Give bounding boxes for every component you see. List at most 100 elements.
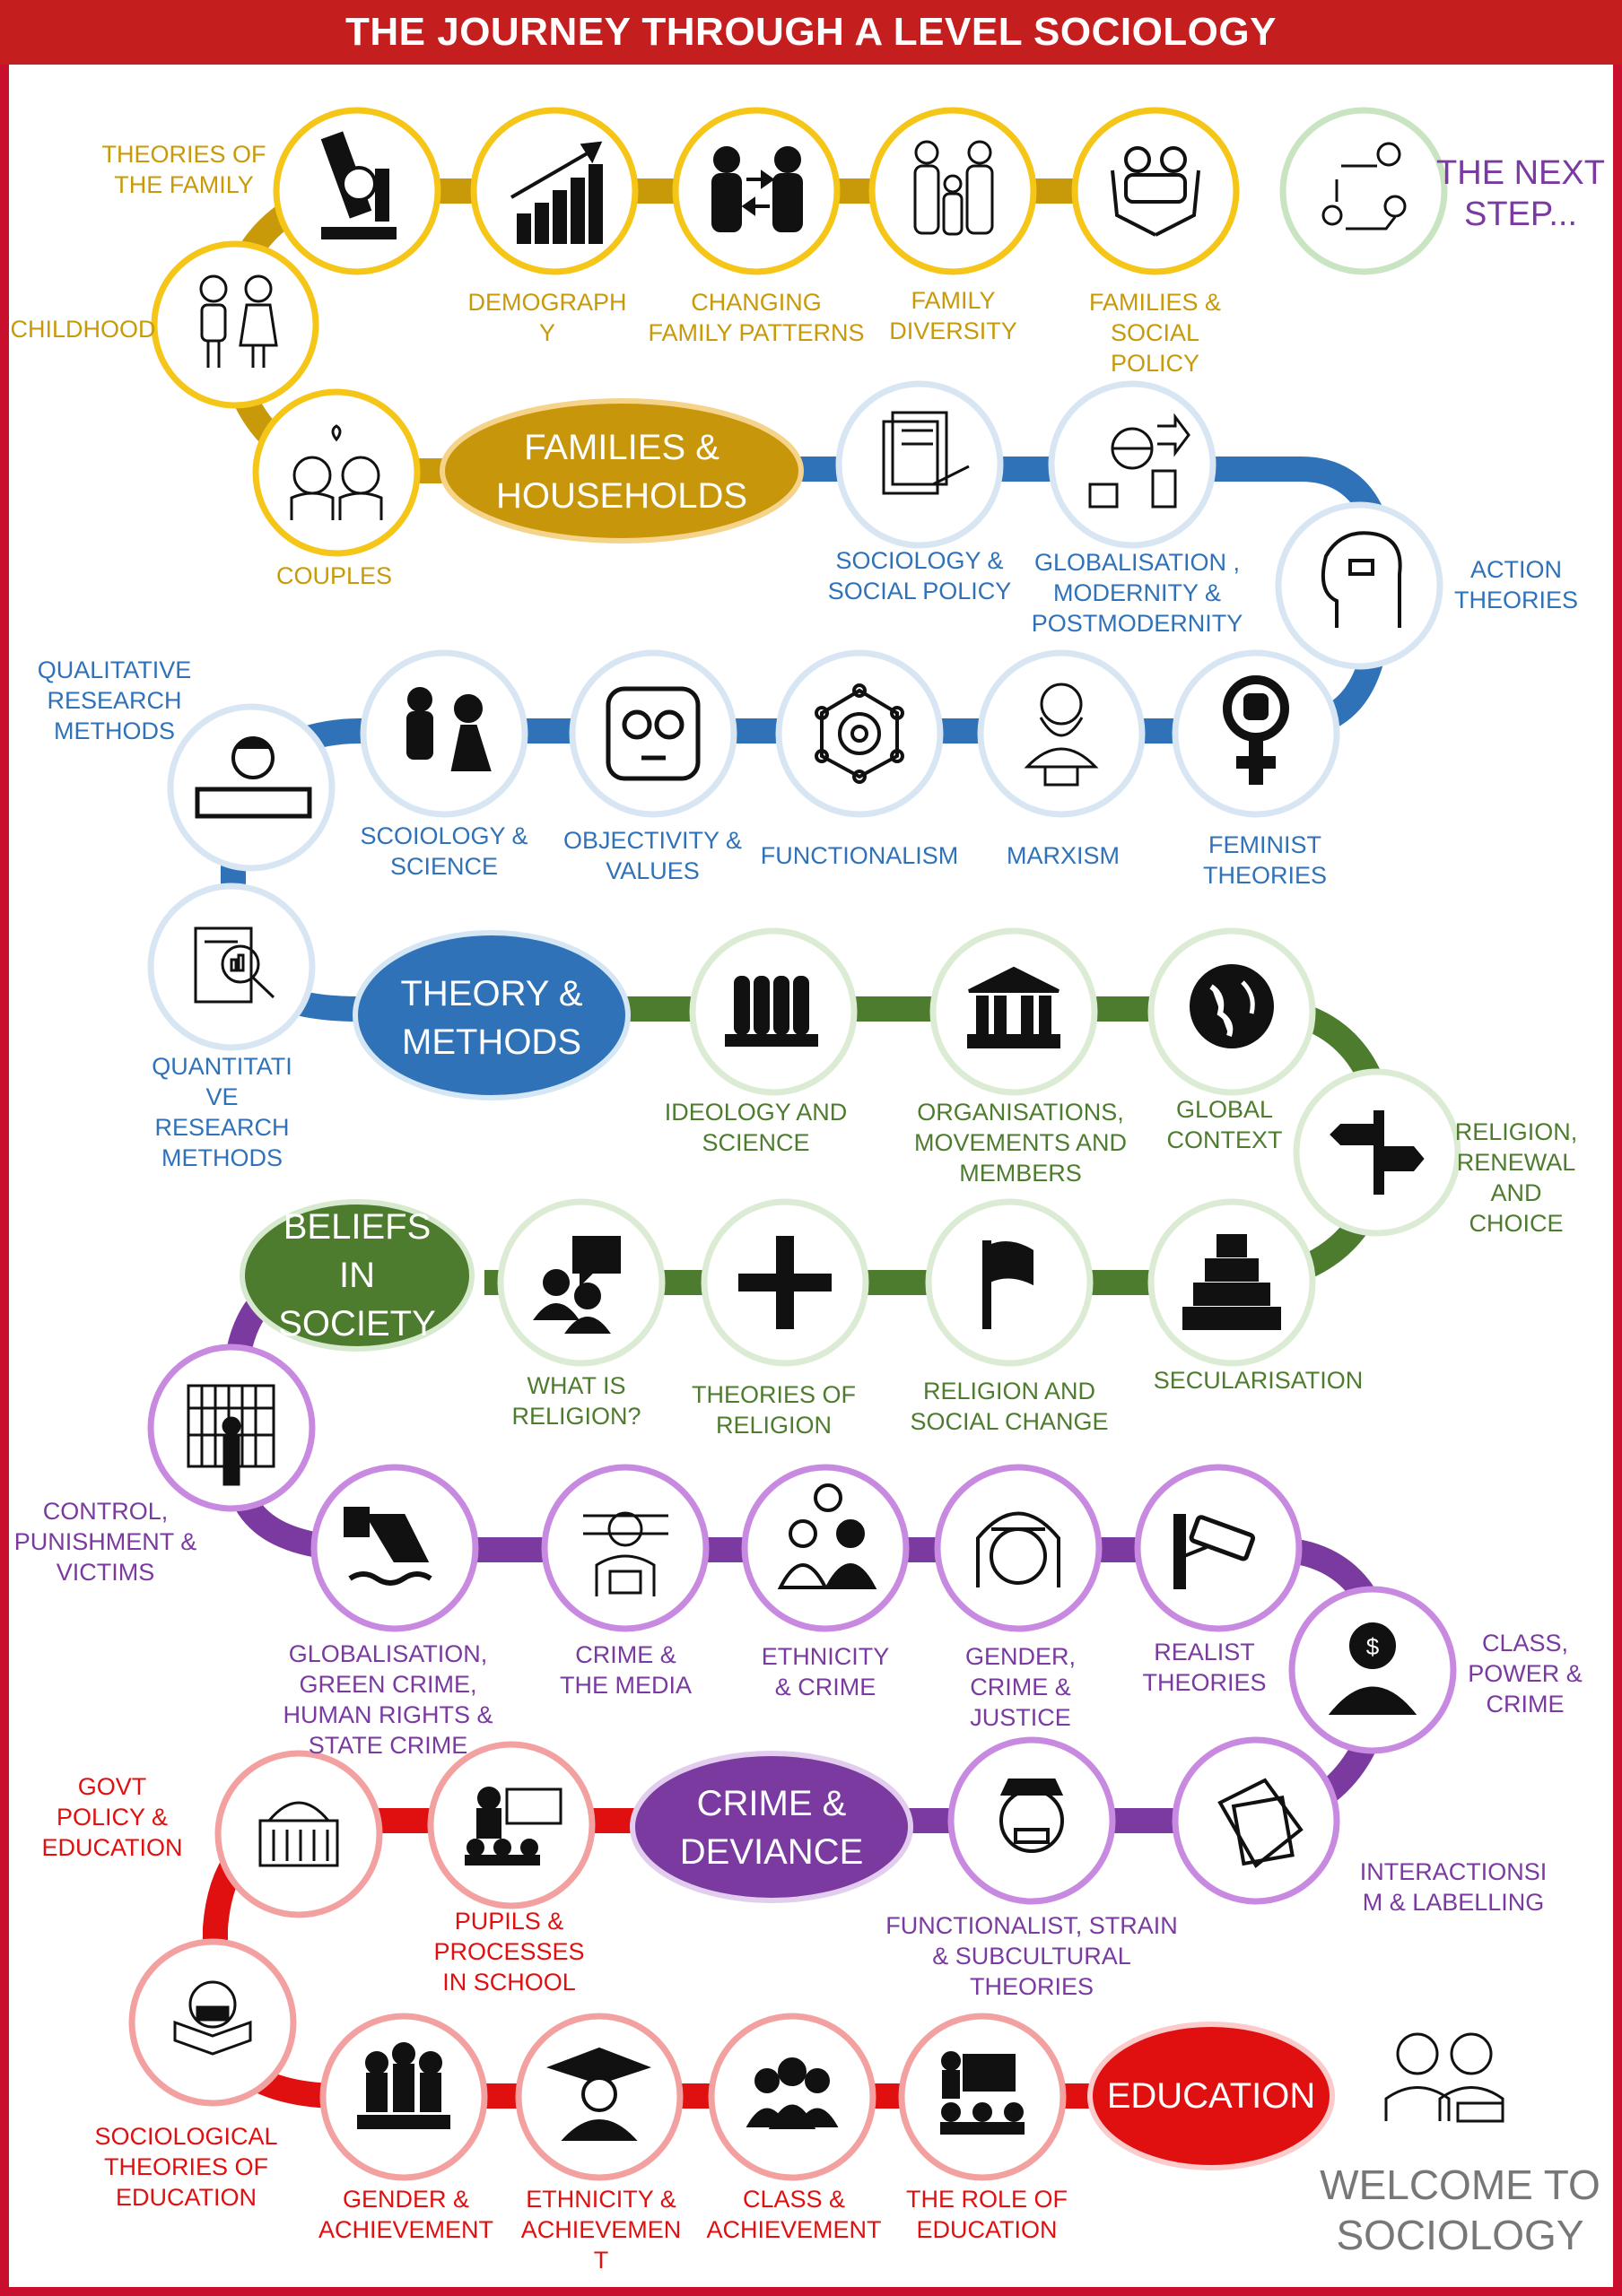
family-icon [913,140,994,236]
education-oval [1087,2022,1335,2170]
scientist-icon [406,687,492,771]
circle-classroom [898,2013,1067,2181]
label-global-context: GLOBAL CONTEXT [1166,1096,1283,1153]
circle-girl [934,1464,1103,1632]
label-pupils: PUPILS & PROCESSES IN SCHOOL [433,1908,585,1996]
circle-victim [741,1464,910,1632]
circle-scientist [360,649,528,818]
policy-document-icon [882,411,970,495]
circle-bank [929,927,1098,1096]
circle-children [151,240,319,409]
group-icon [746,2057,839,2129]
next-step-label: THE NEXT STEP... [1436,154,1605,233]
label-ethnicity-ach: ETHNICITY & ACHIEVEMEN T [520,2186,682,2274]
label-what-religion: WHAT IS RELIGION? [511,1372,641,1430]
label-secularisation: SECULARISATION [1153,1367,1364,1394]
welcome-label: WELCOME TO SOCIOLOGY [1320,2161,1600,2258]
label-class-crime: CLASS, POWER & CRIME [1468,1630,1583,1718]
families-oval [440,398,804,544]
label-action: ACTION THEORIES [1453,556,1579,613]
protester-sign-icon [195,736,312,819]
flag-icon [982,1240,1033,1329]
label-marxism: MARXISM [1006,842,1120,869]
label-functionalism: FUNCTIONALISM [760,842,959,869]
tag-label-icon [1217,1778,1304,1869]
bank-building-icon [967,966,1060,1048]
label-renewal: RELIGION, RENEWAL AND CHOICE [1454,1118,1578,1237]
label-role-edu: THE ROLE OF EDUCATION [905,2186,1068,2243]
question-people-icon [533,1236,621,1334]
label-changing-family: CHANGING FAMILY PATTERNS [648,289,865,346]
circle-exchange [672,107,841,275]
test-tubes-icon [725,976,818,1047]
label-ideology: IDEOLOGY AND SCIENCE [664,1099,848,1156]
circle-process [1279,107,1448,275]
globe-icon [1190,964,1274,1048]
circle-parliament [214,1750,383,1918]
gear-network-icon [815,683,904,784]
circle-policy-doc [835,380,1004,549]
crowd-pyramid-icon [1182,1234,1281,1330]
growth-chart-icon [510,141,603,244]
label-gender-crime: GENDER, CRIME & JUSTICE [964,1643,1077,1731]
label-soc-policy: SOCIOLOGY & SOCIAL POLICY [827,547,1012,604]
circle-marx [977,649,1146,818]
label-objectivity: OBJECTIVITY & VALUES [562,827,743,884]
prisoner-icon [187,1384,275,1486]
label-green-crime: GLOBALISATION, GREEN CRIME, HUMAN RIGHTS… [283,1640,493,1759]
care-hands-icon [1111,146,1200,237]
circle-flag [925,1198,1094,1367]
girl-face-icon [976,1511,1060,1587]
parliament-icon [258,1801,339,1867]
label-family-diversity: FAMILY DIVERSITY [889,287,1017,344]
label-soc-theories-edu: SOCIOLOGICAL THEORIES OF EDUCATION [94,2123,278,2211]
circle-lightbulb [128,1938,297,2107]
label-theories-religion: THEORIES OF RELIGION [691,1381,856,1439]
label-ethnicity-crime: ETHNICITY & CRIME [761,1643,890,1700]
students-icon [1384,2032,1504,2123]
module-beliefs[interactable]: BELIEFS IN SOCIETY [278,1207,436,1344]
svg-text:$: $ [1366,1633,1380,1660]
module-families[interactable]: FAMILIES & HOUSEHOLDS [495,428,748,516]
circle-mugshot [541,1464,710,1632]
label-soc-science: SCOIOLOGY & SCIENCE [360,822,528,880]
exchange-people-icon [711,146,803,232]
feminist-symbol-icon [1223,675,1289,785]
classroom-icon [940,2051,1025,2135]
circle-businessman [1288,1586,1457,1754]
label-class-ach: CLASS & ACHIEVEMENT [706,2186,882,2243]
businessman-icon: $ [1328,1622,1417,1715]
graduate-icon [545,2047,651,2141]
label-demography: DEMOGRAPH Y [467,289,627,346]
page-title: THE JOURNEY THROUGH A LEVEL SOCIOLOGY [0,0,1622,65]
label-religion-change: RELIGION AND SOCIAL CHANGE [910,1378,1109,1435]
label-quantitative: QUANTITATI VE RESEARCH METHODS [152,1053,292,1171]
label-interactionism: INTERACTIONSI M & LABELLING [1359,1858,1548,1916]
circle-glasses [569,649,737,818]
label-childhood: CHILDHOOD [10,316,156,343]
teacher-class-icon [465,1787,562,1866]
data-report-icon [194,926,275,1004]
label-qualitative: QUALITATIVE RESEARCH METHODS [37,657,192,744]
theory-oval [353,930,631,1100]
label-theories-family: THEORIES OF THE FAMILY [101,141,266,198]
crime-oval [630,1751,913,1903]
label-govt-policy: GOVT POLICY & EDUCATION [41,1773,183,1861]
module-theory[interactable]: THEORY & METHODS [400,974,583,1062]
circle-global-city [1048,380,1216,549]
cross-icon [738,1236,832,1329]
module-crime[interactable]: CRIME & DEVIANCE [679,1784,864,1872]
label-globalisation: GLOBALISATION , MODERNITY & POSTMODERNIT… [1031,549,1243,637]
signpost-icon [1330,1110,1425,1195]
pollution-icon [344,1507,432,1586]
microscope-icon [320,131,397,239]
process-icon [1321,142,1407,230]
circle-gear [775,649,944,818]
module-education[interactable]: EDUCATION [1106,2076,1316,2116]
head-profile-icon [1321,531,1402,628]
label-control: CONTROL, PUNISHMENT & VICTIMS [13,1498,197,1586]
children-icon [199,274,278,368]
circle-care [1071,107,1240,275]
circle-tag [1172,1736,1340,1905]
